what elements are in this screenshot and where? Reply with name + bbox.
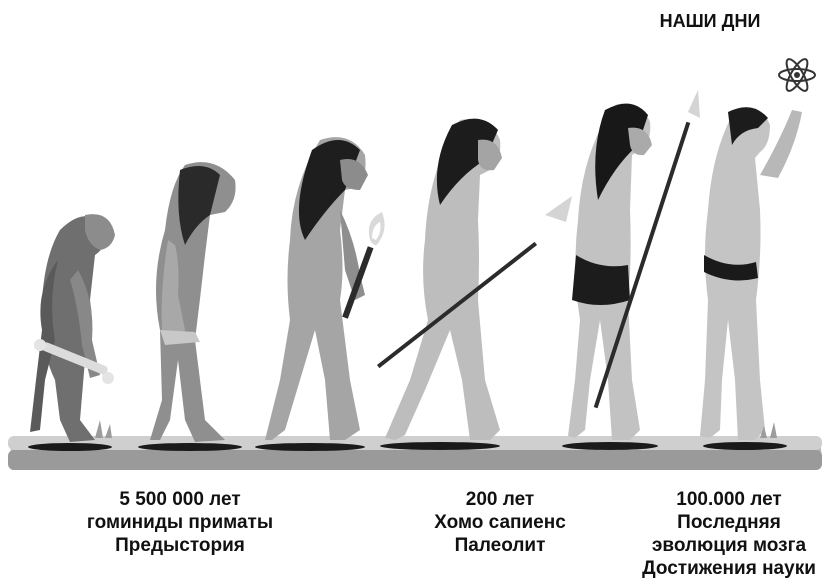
caption-paleolithic: 200 лет Хомо сапиенс Палеолит [420,488,580,557]
modern-human-figure [700,56,815,440]
homo-erectus-figure [377,119,572,440]
caption-line: эволюция мозга [636,534,822,557]
caption-line: гоминиды приматы [60,511,300,534]
caption-line: Предыстория [60,534,300,557]
caption-line: Палеолит [420,534,580,557]
ground-platform [8,436,822,470]
caveman-torch-figure [265,137,385,440]
caption-line: Последняя [636,511,822,534]
early-hominid-figure [150,162,236,442]
caption-line: 5 500 000 лет [60,488,300,511]
evolution-scene [0,0,825,480]
caption-prehistory: 5 500 000 лет гоминиды приматы Предыстор… [60,488,300,557]
caption-line: 200 лет [420,488,580,511]
caption-line: Хомо сапиенс [420,511,580,534]
caption-line: Достижения науки [636,557,822,580]
caption-science: 100.000 лет Последняя эволюция мозга Дос… [636,488,822,580]
ape-figure [30,214,115,442]
atom-icon [779,56,815,93]
homo-sapiens-figure [568,90,700,440]
caption-line: 100.000 лет [636,488,822,511]
